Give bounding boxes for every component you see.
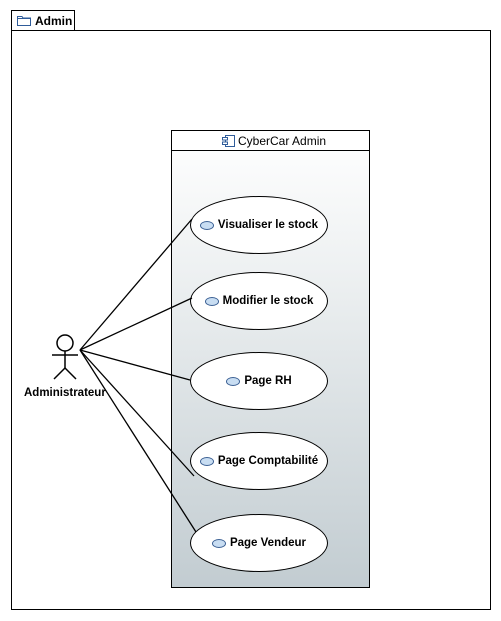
usecase-label: Modifier le stock: [222, 295, 314, 307]
actor-name: Administrateur: [24, 387, 106, 399]
usecase-visualiser-stock[interactable]: Visualiser le stock: [190, 196, 328, 254]
package-name: Admin: [35, 14, 73, 28]
association-line[interactable]: [79, 349, 197, 533]
usecase-page-rh[interactable]: Page RH: [190, 352, 328, 410]
ellipse-icon: [199, 220, 214, 230]
association-line[interactable]: [79, 349, 191, 381]
association-line[interactable]: [79, 218, 193, 351]
ellipse-icon: [199, 456, 214, 466]
association-line[interactable]: [79, 349, 195, 477]
ellipse-icon: [226, 376, 241, 386]
usecase-page-comptabilite[interactable]: Page Comptabilité: [190, 432, 328, 490]
ellipse-icon: [204, 296, 219, 306]
subsystem-title: CyberCar Admin: [238, 134, 327, 148]
usecase-label: Visualiser le stock: [217, 219, 319, 231]
usecase-label: Page RH: [244, 375, 292, 387]
association-line[interactable]: [79, 297, 193, 351]
usecase-page-vendeur[interactable]: Page Vendeur: [190, 514, 328, 572]
usecase-label: Page Vendeur: [229, 537, 307, 549]
subsystem-header: CyberCar Admin: [172, 131, 369, 151]
folder-icon: [17, 16, 31, 26]
component-icon: [222, 135, 235, 147]
stick-figure-icon[interactable]: [52, 334, 78, 380]
ellipse-icon: [211, 538, 226, 548]
usecase-modifier-stock[interactable]: Modifier le stock: [190, 272, 328, 330]
usecase-label: Page Comptabilité: [217, 455, 319, 467]
package-tab[interactable]: Admin: [11, 10, 75, 30]
